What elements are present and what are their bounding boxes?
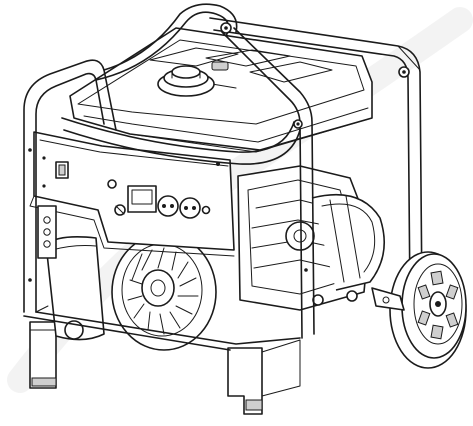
rear-frame <box>209 17 423 301</box>
panel-left-dots <box>42 156 46 188</box>
front-frame <box>23 3 315 351</box>
front-support-foot <box>227 339 301 415</box>
panel-meter <box>127 185 157 213</box>
panel-indicator-column <box>37 205 57 259</box>
fuel-gauge <box>211 61 229 71</box>
engine-fan <box>111 233 217 351</box>
panel-switch <box>55 161 69 179</box>
panel-outlets <box>157 195 211 219</box>
recoil-starter-housing <box>45 236 105 341</box>
left-support-foot <box>29 321 57 389</box>
frame-bolts <box>28 148 308 282</box>
alternator <box>311 193 386 291</box>
wheel-axle-bracket <box>371 287 405 311</box>
fuel-cap <box>157 65 215 97</box>
wheel <box>389 251 467 369</box>
panel-key-switch <box>107 179 126 216</box>
